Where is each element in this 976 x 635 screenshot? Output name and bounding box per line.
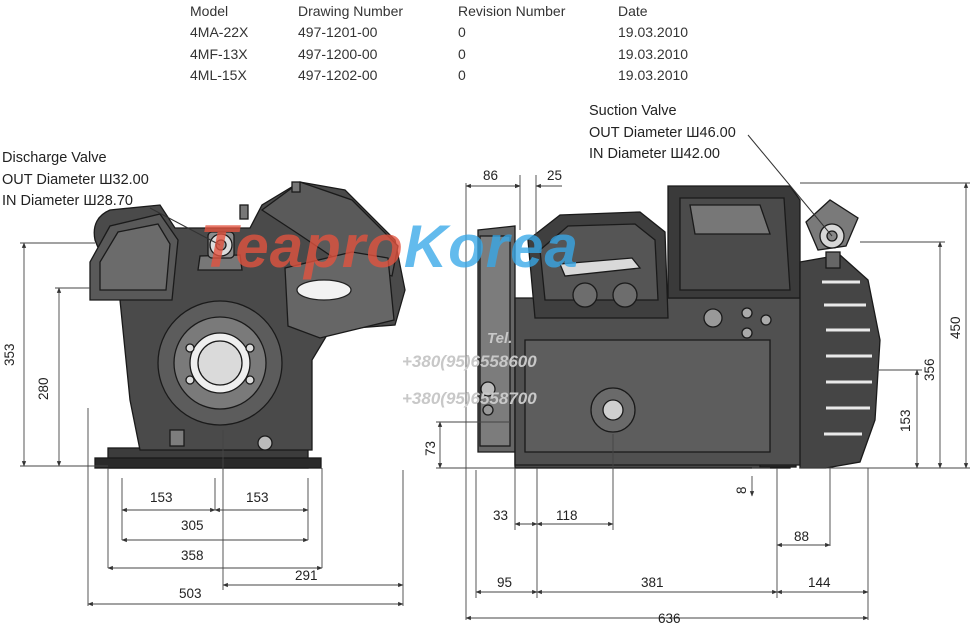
dim-73: 73 [423, 440, 438, 456]
dim-95: 95 [497, 575, 513, 590]
table-row: 4ML-15X 497-1202-00 0 19.03.2010 [190, 65, 688, 87]
cell-date: 19.03.2010 [618, 24, 689, 41]
dim-636: 636 [658, 611, 681, 626]
header-date: Date [618, 2, 648, 19]
leader-lines [149, 134, 833, 246]
cell-revision: 0 [458, 24, 466, 41]
cell-drawing-number: 497-1201-00 [298, 24, 378, 41]
cell-drawing-number: 497-1202-00 [298, 67, 378, 84]
cell-date: 19.03.2010 [618, 45, 689, 62]
dim-153-left: 153 [150, 490, 173, 505]
dim-503: 503 [179, 586, 202, 601]
dim-381: 381 [641, 575, 664, 590]
dim-356: 356 [922, 358, 937, 381]
cell-revision: 0 [458, 67, 466, 84]
suction-valve-note: Suction Valve OUT Diameter Ш46.00 IN Dia… [589, 101, 736, 166]
header-revision-number: Revision Number [458, 2, 566, 19]
dim-118: 118 [556, 508, 578, 523]
dim-280: 280 [36, 377, 51, 400]
discharge-leader [149, 207, 221, 246]
suction-valve-title: Suction Valve [589, 103, 677, 119]
dim-144: 144 [808, 575, 831, 590]
watermark-logo-b: Korea [403, 213, 579, 280]
cell-date: 19.03.2010 [618, 67, 689, 84]
header-model: Model [190, 2, 229, 19]
dim-358: 358 [181, 548, 204, 563]
table-row: 4MA-22X 497-1201-00 0 19.03.2010 [190, 22, 688, 44]
side-view-compressor [477, 185, 881, 469]
watermark-logo-a: Teapro [200, 213, 404, 280]
suction-valve-in: IN Diameter Ш42.00 [589, 146, 720, 162]
dim-33: 33 [493, 508, 509, 523]
suction-valve-out: OUT Diameter Ш46.00 [589, 124, 736, 141]
dim-25: 25 [547, 168, 563, 183]
dim-153-right: 153 [246, 490, 269, 505]
discharge-valve-out: OUT Diameter Ш32.00 [2, 171, 149, 188]
cell-drawing-number: 497-1200-00 [298, 45, 378, 62]
cell-model: 4ML-15X [190, 67, 247, 84]
dim-353: 353 [2, 343, 17, 366]
dim-153-side: 153 [898, 409, 913, 432]
cell-model: 4MF-13X [190, 45, 248, 62]
watermark-phone-2: +380(95)6558700 [402, 389, 537, 408]
header-drawing-number: Drawing Number [298, 2, 404, 19]
dim-450: 450 [948, 316, 963, 339]
suction-leader [747, 134, 833, 237]
front-view-compressor [89, 181, 406, 469]
side-dimensions [436, 175, 970, 621]
dim-8: 8 [734, 486, 749, 494]
watermark-phone-1: +380(95)6558600 [402, 352, 537, 371]
discharge-valve-in: IN Diameter Ш28.70 [2, 193, 133, 209]
table-row: 4MF-13X 497-1200-00 0 19.03.2010 [190, 43, 688, 65]
discharge-valve-title: Discharge Valve [2, 150, 107, 166]
front-dimensions [20, 242, 404, 607]
dim-305: 305 [181, 518, 204, 533]
dim-291: 291 [295, 568, 318, 583]
model-table: Model Drawing Number Revision Number Dat… [190, 0, 688, 86]
discharge-valve-note: Discharge Valve OUT Diameter Ш32.00 IN D… [2, 148, 149, 213]
dim-88: 88 [794, 529, 810, 544]
table-header-row: Model Drawing Number Revision Number Dat… [190, 0, 688, 22]
dim-86: 86 [483, 168, 499, 183]
watermark-logo: TeaproKorea [200, 212, 579, 281]
cell-revision: 0 [458, 45, 466, 62]
cell-model: 4MA-22X [190, 24, 249, 41]
watermark-tel: Tel. [487, 330, 513, 347]
